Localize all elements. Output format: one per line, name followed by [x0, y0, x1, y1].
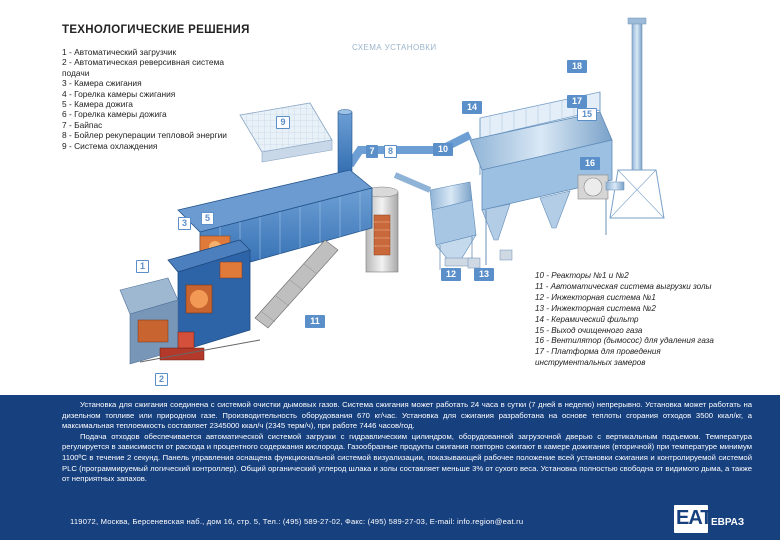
- badge-1: 1: [136, 260, 149, 273]
- installation-scheme-illustration: [119, 17, 665, 365]
- legend-item: подачи: [62, 67, 90, 78]
- description-paragraph: Подача отходов обеспечивается автоматиче…: [62, 431, 752, 484]
- legend-item: 14 - Керамический фильтр: [535, 314, 639, 324]
- legend-item: 13 - Инжекторная система №2: [535, 303, 656, 313]
- badge-7: 7: [366, 145, 378, 158]
- badge-10: 10: [433, 143, 453, 156]
- legend-right: 10 - Реакторы №1 и №2 11 - Автоматическа…: [535, 271, 775, 369]
- legend-item: 12 - Инжекторная система №1: [535, 292, 656, 302]
- badge-13: 13: [474, 268, 494, 281]
- badge-18: 18: [567, 60, 587, 73]
- legend-item: 5 - Камера дожига: [62, 99, 133, 110]
- logo-word: ЕВРАЗ: [711, 517, 745, 528]
- footer-contacts: 119072, Москва, Берсеневская наб., дом 1…: [70, 517, 524, 526]
- legend-item: 7 - Байпас: [62, 119, 103, 130]
- legend-item: 1 - Автоматический загрузчик: [62, 47, 177, 57]
- legend-item: 17 - Платформа для проведения: [535, 347, 661, 357]
- logo-badge: [674, 505, 708, 533]
- badge-3: 3: [178, 217, 191, 230]
- legend-item: 4 - Горелка камеры сжигания: [62, 88, 176, 99]
- badge-17: 17: [567, 95, 587, 108]
- company-logo: EAT ЕВРАЗ: [674, 505, 766, 535]
- legend-item: 6 - Горелка камеры дожига: [62, 109, 167, 120]
- badge-15: 15: [577, 108, 597, 121]
- legend-left: 1 - Автоматический загрузчик 2 - Автомат…: [62, 47, 282, 151]
- legend-item: инструментальных замеров: [535, 358, 646, 368]
- legend-item: 10 - Реакторы №1 и №2: [535, 271, 629, 280]
- badge-5: 5: [201, 212, 214, 225]
- logo-letters: EAT: [676, 507, 713, 529]
- legend-item: 8 - Бойлер рекуперации тепловой энергии: [62, 130, 227, 141]
- description-panel: [0, 395, 780, 540]
- badge-16: 16: [580, 157, 600, 170]
- badge-9: 9: [276, 116, 290, 129]
- legend-item: 15 - Выход очищенного газа: [535, 325, 643, 335]
- legend-item: 9 - Система охлаждения: [62, 140, 158, 151]
- scheme-title: СХЕМА УСТАНОВКИ: [352, 43, 437, 52]
- legend-item: 16 - Вентилятор (дымосос) для удаления г…: [535, 336, 714, 346]
- legend-item: 11 - Автоматическая система выгрузки зол…: [535, 281, 712, 291]
- legend-item: 2 - Автоматическая реверсивная система: [62, 57, 224, 68]
- badge-11: 11: [305, 315, 325, 328]
- badge-14: 14: [462, 101, 482, 114]
- description-text: Установка для сжигания соединена с систе…: [62, 400, 752, 485]
- badge-12: 12: [441, 268, 461, 281]
- page-title: ТЕХНОЛОГИЧЕСКИЕ РЕШЕНИЯ: [62, 24, 250, 36]
- legend-item: 3 - Камера сжигания: [62, 78, 142, 89]
- badge-8: 8: [384, 145, 397, 158]
- description-paragraph: Установка для сжигания соединена с систе…: [62, 400, 752, 431]
- badge-2: 2: [155, 373, 168, 386]
